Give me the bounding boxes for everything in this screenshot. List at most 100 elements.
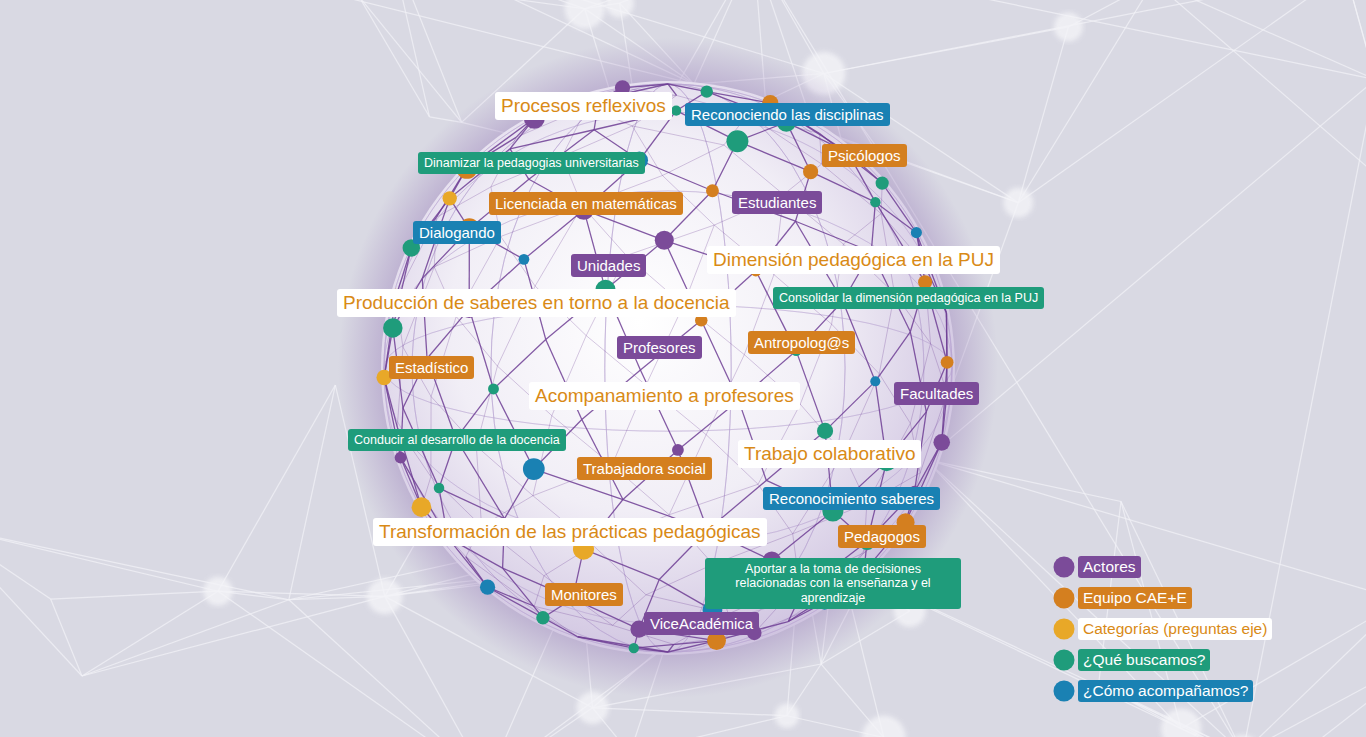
team-box: Antropolog@s (748, 331, 855, 354)
sphere-link (503, 568, 543, 618)
sphere-link (669, 484, 758, 514)
background-link (218, 591, 487, 737)
background-dot (605, 0, 634, 17)
sphere-link (534, 576, 544, 606)
background-dot (775, 703, 800, 728)
approach-box: Dialogando (413, 221, 501, 244)
sphere-dot (726, 130, 748, 152)
sphere-dot (629, 643, 639, 653)
sphere-dot (911, 227, 922, 238)
background-link (1018, 0, 1345, 203)
background-link (0, 526, 51, 599)
node-text: ViceAcadémica (650, 615, 753, 632)
legend-swatch-box (1052, 679, 1076, 703)
background-link (389, 0, 584, 9)
sphere-link (875, 332, 910, 382)
node-text: Pedagogos (844, 528, 920, 545)
legend-entry: ¿Qué buscamos? (1052, 648, 1210, 672)
node-text: Transformación de las prácticas pedagógi… (379, 521, 761, 543)
node-text: Estudiantes (738, 194, 816, 211)
node-text: Consolidar la dimensión pedagógica en la… (779, 291, 1038, 305)
legend-entry: Categorías (preguntas eje) (1052, 617, 1272, 641)
actor-box: Profesores (617, 336, 702, 359)
legend-entry: ¿Cómo acompañamos? (1052, 679, 1253, 703)
node-text: Facultades (900, 385, 973, 402)
background-dot (1003, 188, 1033, 218)
background-link (620, 0, 754, 3)
sphere-parallel (384, 191, 952, 545)
legend-swatch (1054, 588, 1075, 609)
node-text: Producción de saberes en torno a la doce… (343, 292, 730, 314)
legend-text: ¿Cómo acompañamos? (1078, 680, 1253, 702)
background-dot (367, 579, 403, 615)
node-text: Unidades (577, 257, 640, 274)
category-label: Transformación de las prácticas pedagógi… (373, 518, 767, 546)
sphere-dot (523, 458, 545, 480)
node-text: Trabajadora social (583, 460, 706, 477)
sphere-link (796, 351, 825, 431)
sphere-dot (876, 177, 889, 190)
background-link (218, 385, 335, 591)
legend-swatch (1054, 650, 1075, 671)
legend-swatch-box (1052, 555, 1076, 579)
background-dot (1054, 12, 1083, 41)
sphere-dot (941, 356, 954, 369)
sphere-dot (870, 197, 880, 207)
goal-box: Conducir al desarrollo de la docencia (348, 429, 566, 451)
background-dot (203, 577, 232, 606)
approach-box: Reconocimiento saberes (763, 487, 940, 510)
background-link (487, 708, 593, 737)
sphere-dot (933, 434, 950, 451)
sphere-link (584, 210, 606, 290)
node-text: Procesos reflexivos (501, 95, 666, 117)
sphere-dot (655, 231, 674, 250)
background-dot (862, 716, 906, 737)
actor-box: Facultades (894, 382, 979, 405)
background-dot (1225, 735, 1261, 737)
background-link (82, 600, 289, 676)
goal-box: Aportar a la toma de decisiones relacion… (705, 558, 961, 609)
team-box: Licenciada en matemáticas (489, 192, 683, 215)
sphere-dot (412, 497, 432, 517)
sphere-link (946, 313, 948, 393)
sphere-dot (817, 423, 833, 439)
sphere-link (724, 145, 784, 195)
background-link (593, 708, 787, 716)
sphere-parallel (384, 191, 952, 545)
background-link (51, 599, 82, 676)
sphere-dot (519, 254, 530, 265)
legend-swatch (1054, 619, 1075, 640)
sphere-link (578, 637, 634, 648)
legend-swatch (1054, 557, 1075, 578)
sphere-link (871, 202, 875, 252)
sphere-link (737, 141, 810, 171)
background-link (289, 385, 335, 600)
sphere-link (626, 225, 714, 255)
node-text: Estadístico (395, 359, 468, 376)
legend-entry: Equipo CAE+E (1052, 586, 1192, 610)
sphere-dot (383, 318, 402, 337)
sphere-link (501, 236, 535, 286)
sphere-link (510, 130, 594, 149)
background-dot (1161, 709, 1201, 737)
sphere-link (822, 164, 882, 214)
sphere-link (436, 187, 490, 217)
sphere-dot (706, 184, 719, 197)
team-box: Psicólogos (822, 144, 907, 167)
sphere-link (534, 606, 612, 625)
legend-swatch (1054, 681, 1075, 702)
background-link (824, 0, 1346, 73)
category-label: Dimensión pedagógica en la PUJ (707, 246, 1000, 274)
sphere-dot (701, 85, 713, 97)
sphere-link (882, 183, 916, 233)
background-link (754, 0, 1366, 80)
background-link (0, 526, 218, 591)
sphere-link (632, 126, 724, 145)
sphere-glow (338, 38, 998, 698)
legend-swatch-box (1052, 617, 1076, 641)
legend-text: ¿Qué buscamos? (1078, 649, 1210, 671)
node-text: Dialogando (419, 224, 495, 241)
team-box: Trabajadora social (577, 457, 712, 480)
goal-box: Dinamizar la pedagogias universitarias (418, 152, 645, 174)
